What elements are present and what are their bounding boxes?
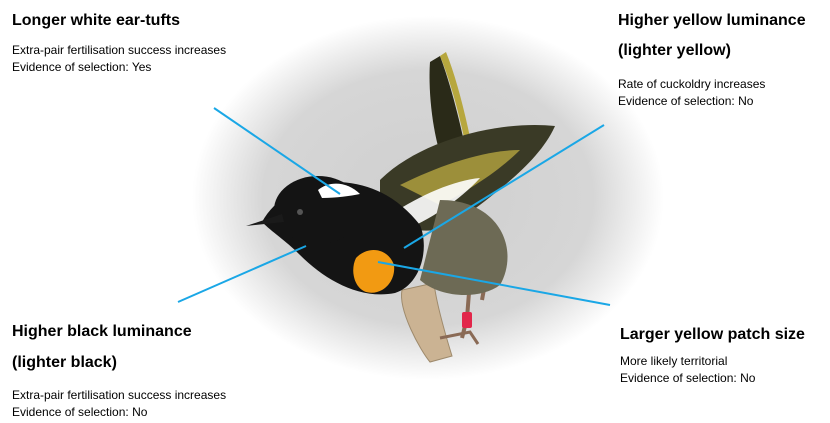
- patch-size-detail-2: Evidence of selection: No: [620, 370, 755, 387]
- black-luminance-detail-1: Extra-pair fertilisation success increas…: [12, 387, 226, 404]
- patch-size-title: Larger yellow patch size: [620, 326, 805, 344]
- ear-tufts-detail-2: Evidence of selection: Yes: [12, 59, 151, 76]
- ear-tufts-title: Longer white ear-tufts: [12, 12, 180, 30]
- bird-head: [274, 176, 362, 244]
- yellow-luminance-title-line-2: (lighter yellow): [618, 42, 731, 60]
- ear-tufts-detail-1: Extra-pair fertilisation success increas…: [12, 42, 226, 59]
- bird-eye: [297, 209, 303, 215]
- yellow-luminance-detail-2: Evidence of selection: No: [618, 93, 753, 110]
- yellow-luminance-title-line-1: Higher yellow luminance: [618, 12, 806, 30]
- yellow-luminance-detail-1: Rate of cuckoldry increases: [618, 76, 765, 93]
- black-luminance-detail-2: Evidence of selection: No: [12, 404, 147, 421]
- black-luminance-title-line-2: (lighter black): [12, 354, 117, 372]
- black-luminance-title-line-1: Higher black luminance: [12, 323, 192, 341]
- patch-size-detail-1: More likely territorial: [620, 353, 727, 370]
- leg-band: [462, 312, 472, 328]
